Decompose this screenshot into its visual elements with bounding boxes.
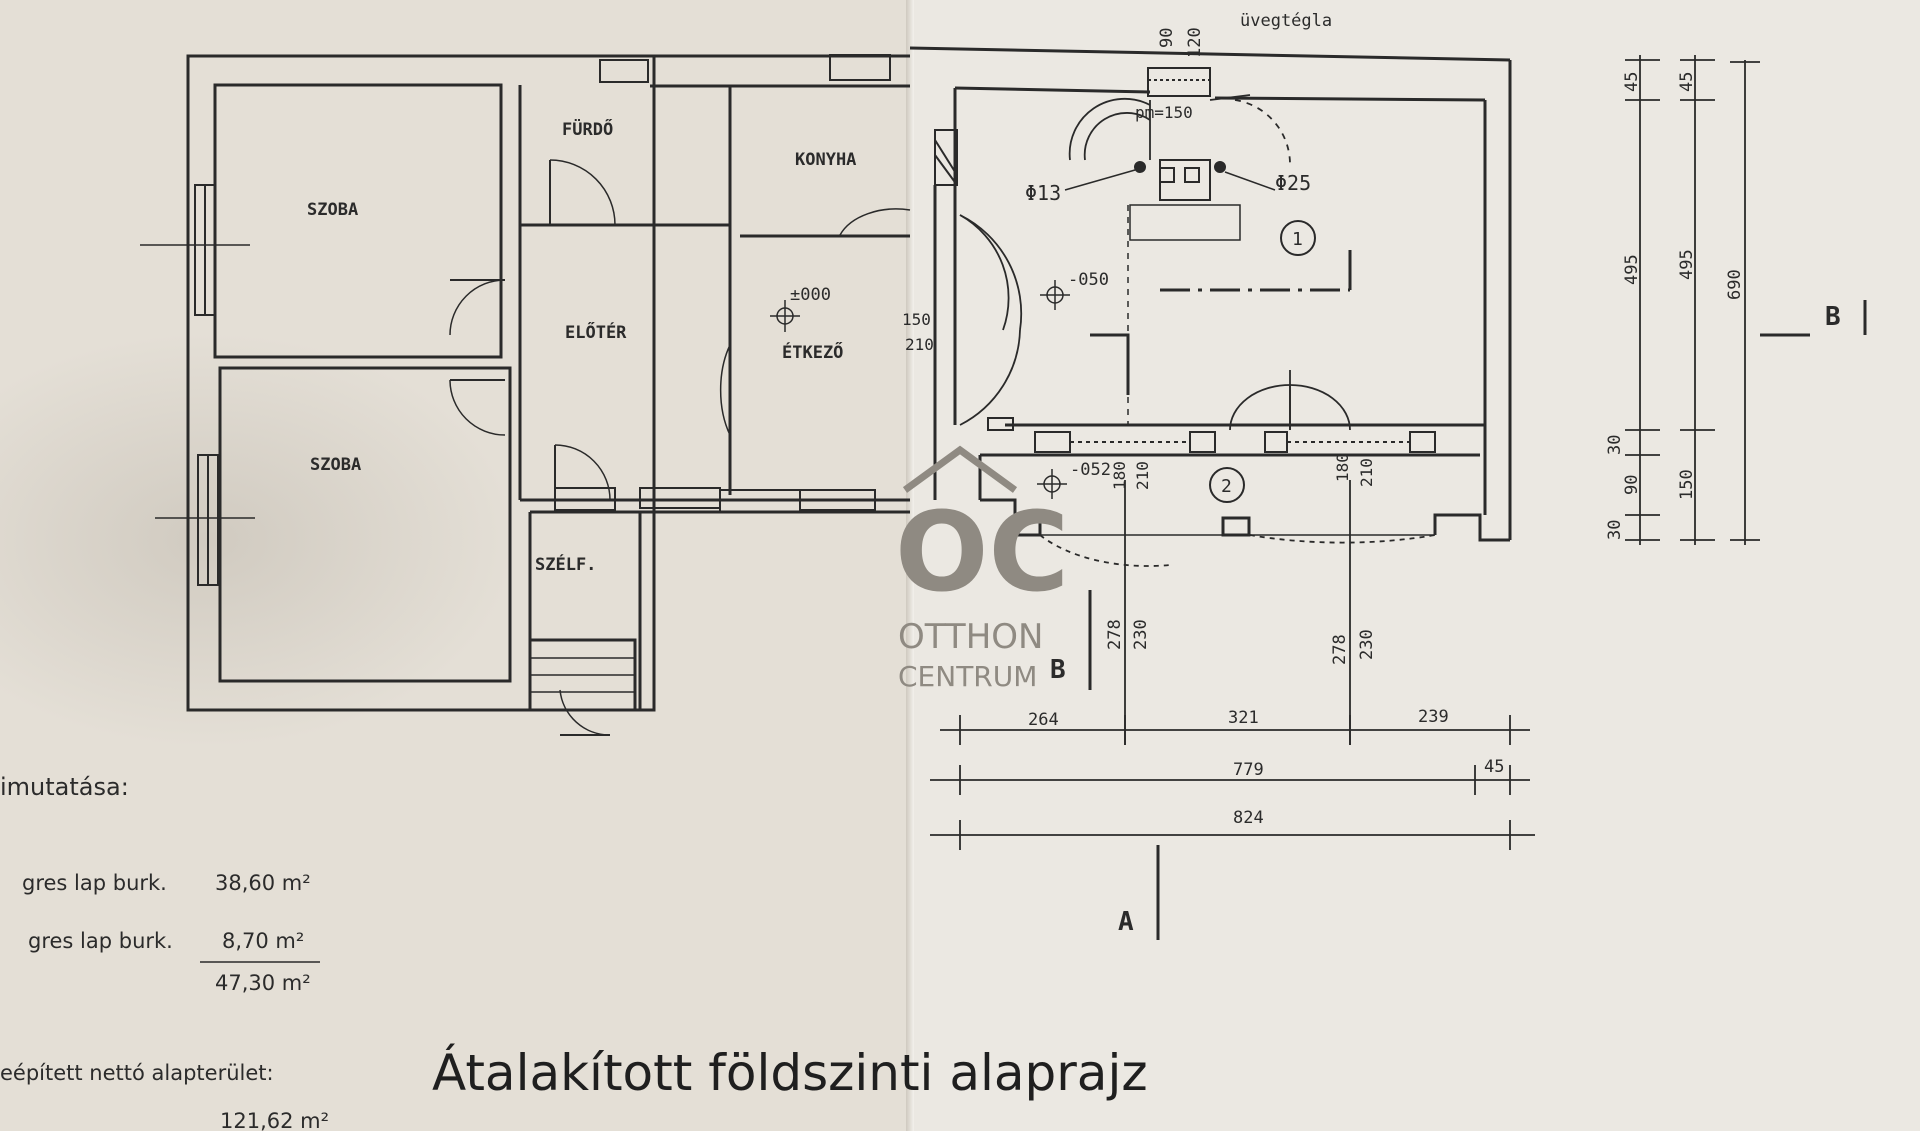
dimension-vertical-690: 690: [1725, 269, 1745, 300]
watermark-line2: CENTRUM: [898, 660, 1037, 693]
room-label-szelf: SZÉLF.: [535, 553, 596, 575]
dimension-278-b: 278: [1330, 634, 1350, 665]
legend-footer-value: 121,62 m²: [220, 1109, 329, 1131]
room-label-szoba-2: SZOBA: [310, 455, 361, 475]
dimension-278-a: 278: [1105, 619, 1125, 650]
doors-left: [449, 159, 911, 736]
dimension-vertical-495-a: 495: [1622, 254, 1642, 285]
section-b-right: B: [1825, 302, 1841, 332]
dimension-230-b: 230: [1357, 629, 1377, 660]
area-legend: imutatása: gres lap burk. 38,60 m² gres …: [0, 773, 329, 1131]
legend-row1-label: gres lap burk.: [22, 871, 167, 895]
watermark-logo: OC: [895, 488, 1069, 616]
section-b-left: B: [1050, 655, 1066, 685]
dimension-vertical-495-b: 495: [1677, 249, 1697, 280]
circled-markers: [1209, 220, 1316, 503]
dimension-779: 779: [1233, 760, 1264, 780]
room-label-szoba-1: SZOBA: [307, 200, 358, 220]
watermark-line1: OTTHON: [898, 617, 1043, 657]
annotation-150-left: 150: [902, 310, 931, 329]
dimension-vertical-150: 150: [1677, 469, 1697, 500]
legend-footer-label: eépített nettó alapterület:: [0, 1061, 274, 1085]
section-letters: B B A: [1050, 302, 1841, 937]
dimension-230-a: 230: [1131, 619, 1151, 650]
paper-left-half: [0, 0, 910, 1131]
dimension-239: 239: [1418, 707, 1449, 727]
watermark-roof-icon: [902, 445, 1018, 493]
stair-and-doors-right: [959, 94, 1436, 567]
walls-left-block: [186, 54, 910, 712]
paper-fold: [906, 0, 914, 1131]
annotation-circle-2: 2: [1221, 476, 1232, 497]
legend-total-value: 47,30 m²: [215, 971, 311, 995]
dimension-lines: [930, 55, 1760, 850]
annotation-90-top: 90: [1157, 28, 1177, 48]
room-labels: SZOBA SZOBA FÜRDŐ KONYHA ELŐTÉR ÉTKEZŐ S…: [307, 118, 856, 575]
windows-left: [140, 54, 891, 586]
annotations: üvegtégla 120 90 pm=150 Φ13 Φ25 1 2 ±000…: [790, 11, 1376, 497]
paper-right-half: [910, 0, 1920, 1131]
section-a: A: [1118, 907, 1134, 937]
walls-right-block: [909, 46, 1512, 542]
annotation-210-left: 210: [905, 335, 934, 354]
annotation-180-b: 180: [1333, 453, 1352, 482]
legend-heading: imutatása:: [0, 773, 129, 801]
dimension-vertical-30-b: 30: [1605, 520, 1625, 540]
annotation-circle-1: 1: [1292, 229, 1303, 250]
section-markers: [1088, 300, 1867, 940]
annotation-uvegtegla: üvegtégla: [1240, 11, 1332, 31]
dimension-824: 824: [1233, 808, 1264, 828]
legend-row2-value: 8,70 m²: [222, 929, 304, 953]
annotation-level-000: ±000: [790, 285, 831, 305]
windows-right: [934, 67, 1436, 453]
dimension-vertical-30-a: 30: [1605, 435, 1625, 455]
legend-row2-label: gres lap burk.: [28, 929, 173, 953]
room-label-konyha: KONYHA: [795, 150, 856, 170]
annotation-pm-150: pm=150: [1135, 103, 1193, 122]
legend-row1-value: 38,60 m²: [215, 871, 311, 895]
annotation-phi-25: Φ25: [1275, 171, 1311, 195]
dimension-45-horizontal: 45: [1484, 757, 1504, 777]
dimension-vertical-45-b: 45: [1677, 72, 1697, 92]
dimension-vertical-90: 90: [1622, 475, 1642, 495]
annotation-210-b: 210: [1357, 458, 1376, 487]
room-label-etkezo: ÉTKEZŐ: [782, 341, 843, 363]
annotation-180-a: 180: [1110, 461, 1129, 490]
annotation-phi-13: Φ13: [1025, 181, 1061, 205]
plan-title: Átalakított földszinti alaprajz: [432, 1043, 1148, 1102]
annotation-120: 120: [1185, 27, 1205, 58]
dimension-321: 321: [1228, 708, 1259, 728]
otthon-centrum-watermark: OC OTTHON CENTRUM: [895, 445, 1069, 693]
dimension-vertical-45-a: 45: [1622, 72, 1642, 92]
level-markers: [770, 169, 1276, 499]
annotation-level-050: -050: [1068, 270, 1109, 290]
room-label-eloter: ELŐTÉR: [565, 321, 627, 343]
annotation-level-052: -052: [1070, 460, 1111, 480]
room-label-furdo: FÜRDŐ: [562, 118, 613, 140]
dimension-labels: 264 321 239 779 45 824 278 230 278 230 4…: [1028, 72, 1745, 828]
dimension-264: 264: [1028, 710, 1059, 730]
annotation-210-a: 210: [1133, 461, 1152, 490]
